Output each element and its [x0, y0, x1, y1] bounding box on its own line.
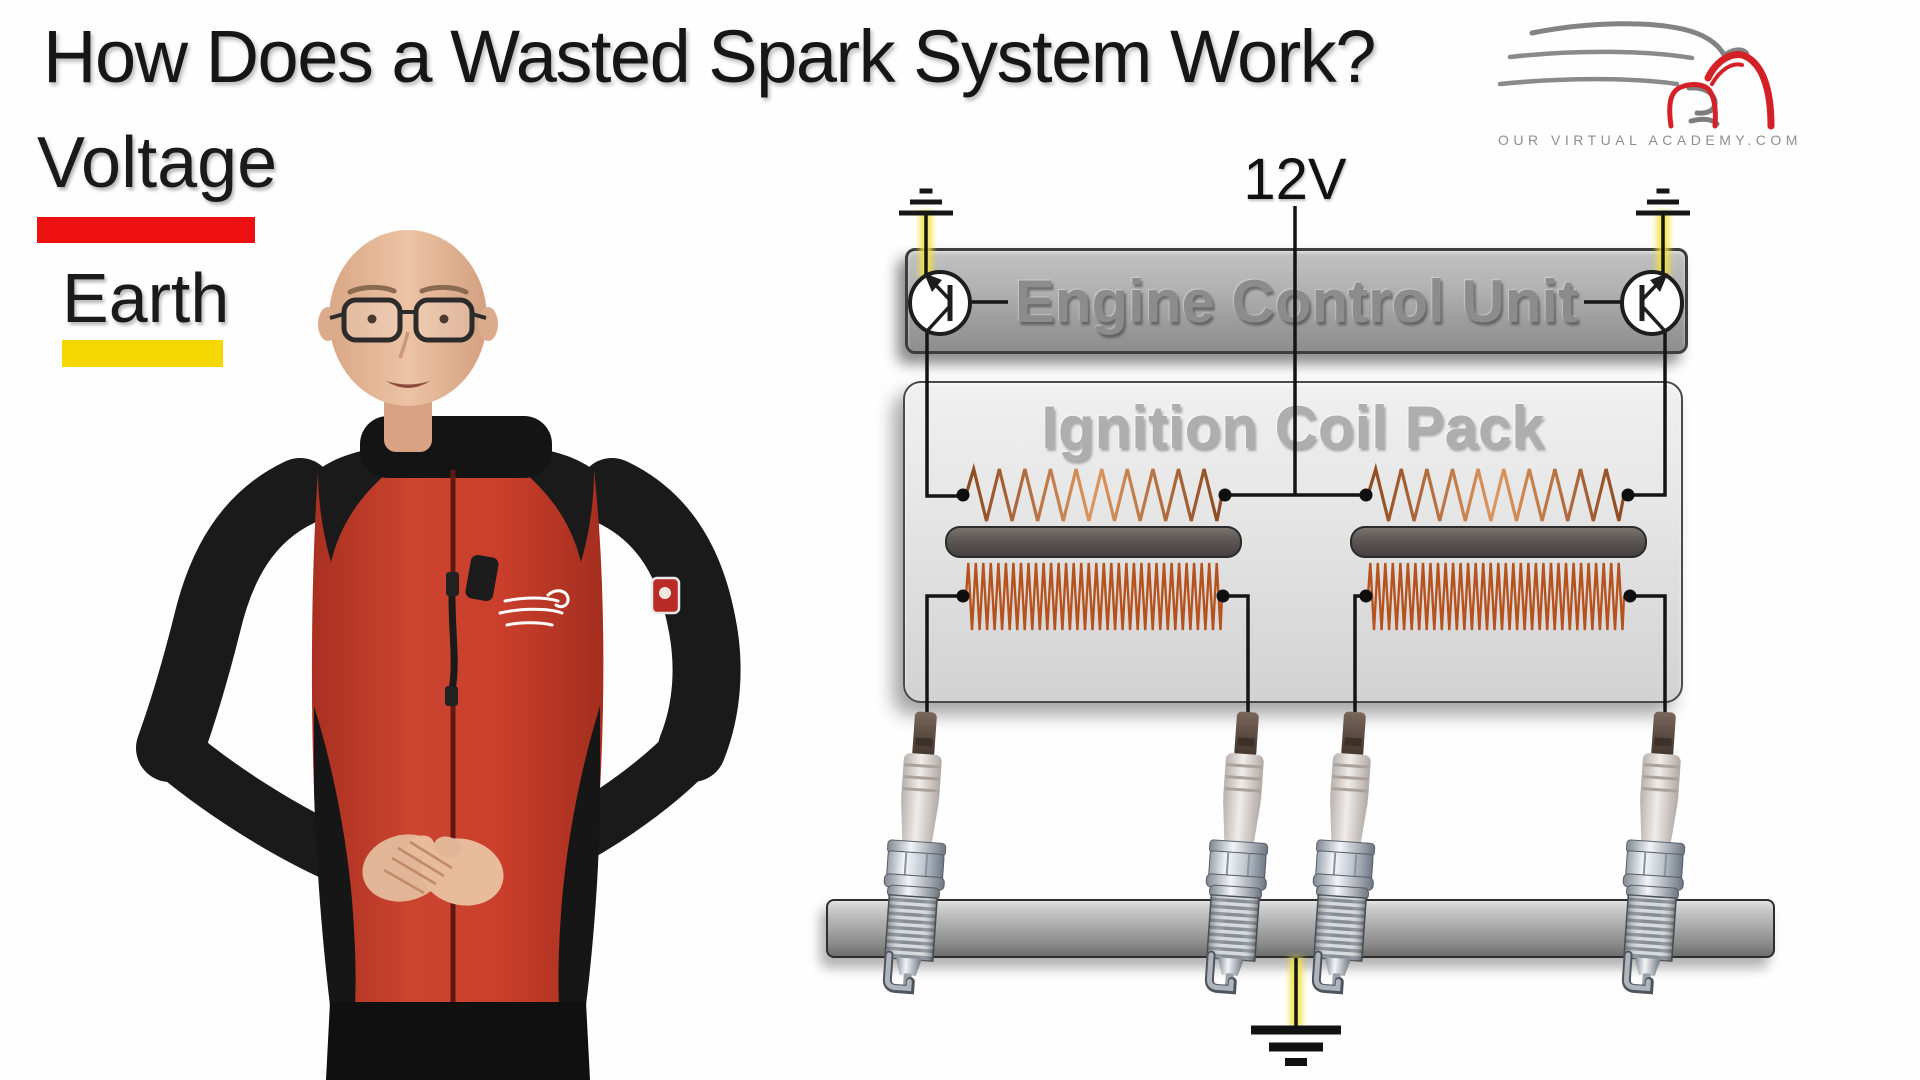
ecu-box: Engine Control Unit	[905, 248, 1688, 354]
zipper-pull	[446, 572, 459, 596]
nose	[398, 331, 410, 359]
chest-logo-icon	[498, 589, 570, 627]
jacket-torso	[311, 470, 604, 1005]
page-title: How Does a Wasted Spark System Work?	[43, 15, 1376, 98]
legend-voltage-label: Voltage	[37, 123, 278, 203]
zipper-cord-tip	[445, 686, 458, 706]
brand-logo: OUR VIRTUAL ACADEMY.COM	[1440, 0, 1920, 160]
ground-icon-left	[899, 191, 953, 213]
coil-pack-label: Ignition Coil Pack	[1041, 394, 1545, 461]
legend-voltage-swatch	[37, 217, 255, 243]
zipper-cord	[448, 595, 458, 691]
legend-earth-label: Earth	[62, 259, 230, 337]
ecu-label: Engine Control Unit	[1014, 267, 1579, 335]
ear-right	[478, 307, 498, 341]
ear-left	[318, 307, 338, 341]
mouth	[386, 381, 430, 388]
logo-text: OUR VIRTUAL ACADEMY.COM	[1498, 132, 1802, 148]
car-logo-icon	[1448, 21, 1888, 130]
presenter-figure	[136, 230, 741, 1080]
clasped-hands	[362, 834, 504, 906]
trousers	[326, 1002, 590, 1080]
jacket-side-right	[558, 706, 600, 1005]
eye-left	[367, 314, 377, 324]
legend-earth-swatch	[62, 340, 223, 367]
eye-right	[439, 314, 449, 324]
supply-voltage-label: 12V	[1243, 147, 1347, 212]
eyebrows	[347, 284, 469, 295]
mic-clip	[465, 555, 499, 601]
engine-block	[826, 899, 1775, 958]
sleeve-badge-emblem	[659, 587, 671, 599]
ground-icon-right	[1636, 191, 1690, 213]
ground-icon-bottom	[1251, 1025, 1341, 1066]
jacket-side-left	[314, 706, 356, 1005]
neck	[384, 392, 432, 452]
coil-pack-box: Ignition Coil Pack	[903, 381, 1683, 703]
head	[329, 230, 487, 406]
